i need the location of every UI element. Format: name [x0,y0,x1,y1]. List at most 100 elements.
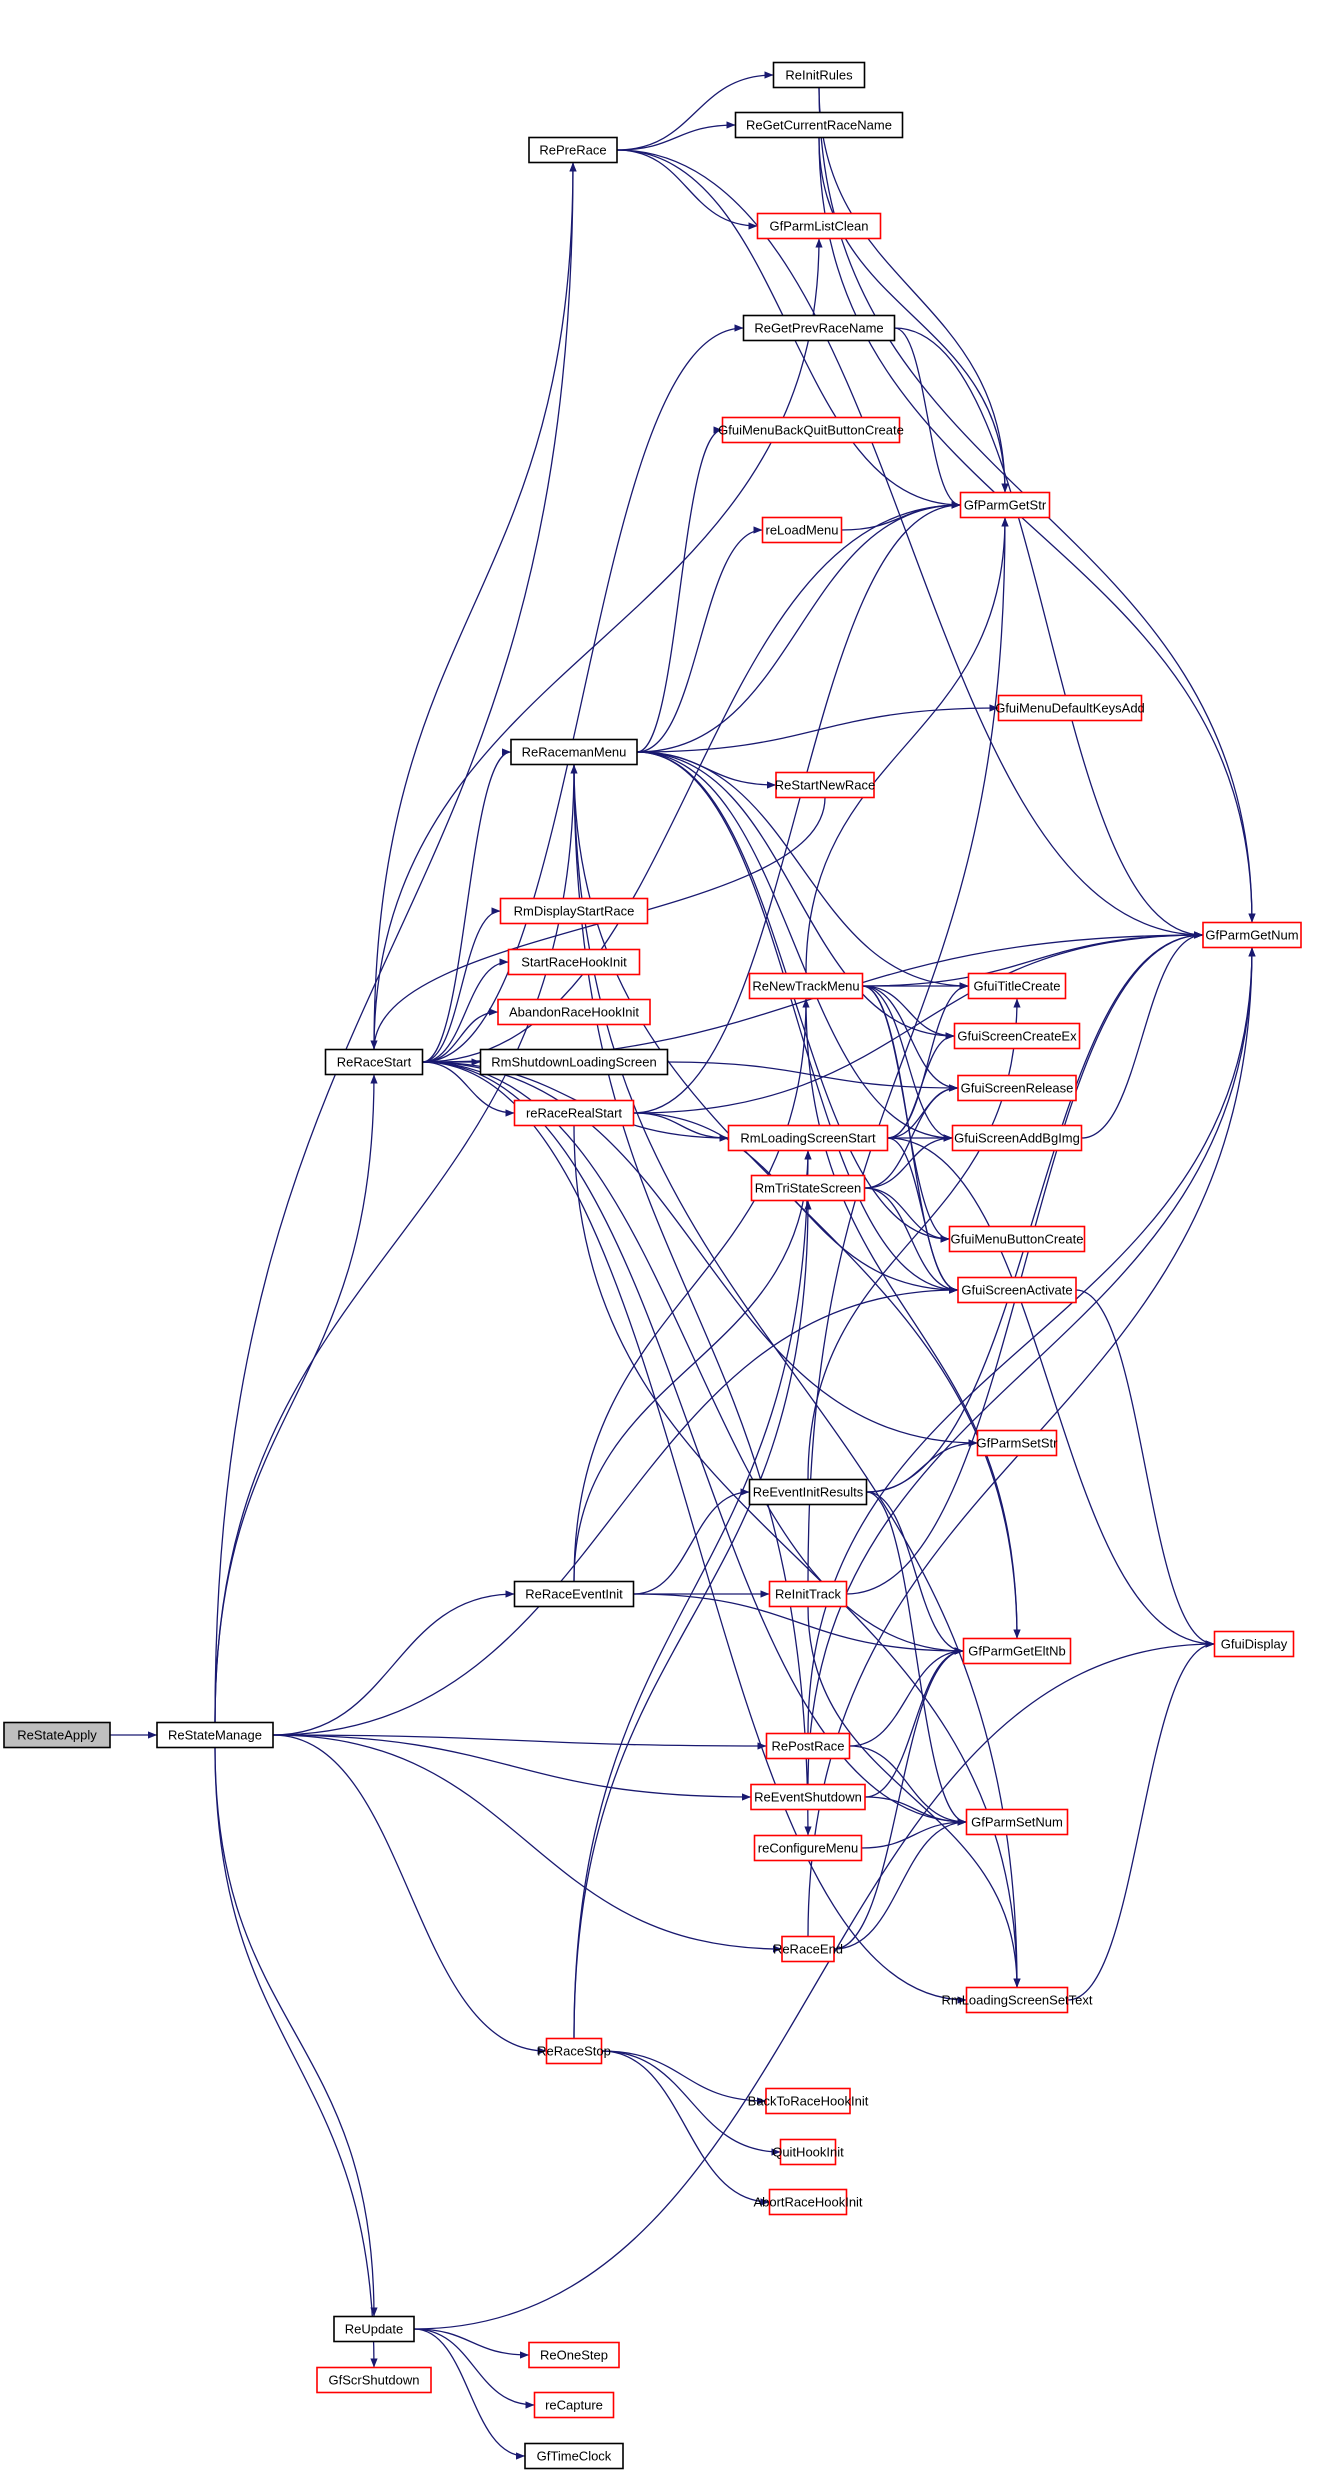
node-box[interactable] [953,1022,1081,1050]
node-box[interactable] [528,136,618,164]
node-box[interactable] [513,1099,635,1127]
node-re-raceman-menu[interactable]: ReRacemanMenu [510,738,638,766]
node-re-load-menu[interactable]: reLoadMenu [761,516,843,544]
node-box[interactable] [962,1637,1072,1665]
node-box[interactable] [324,1048,424,1076]
node-rm-shutdown-loading-screen[interactable]: RmShutdownLoadingScreen [479,1048,669,1076]
node-re-state-apply[interactable]: ReStateApply [3,1721,111,1749]
node-box[interactable] [333,2315,415,2343]
node-gfui-screen-release[interactable]: GfuiScreenRelease [957,1074,1077,1102]
node-re-one-step[interactable]: ReOneStep [528,2341,620,2369]
node-re-race-real-start[interactable]: reRaceRealStart [513,1099,635,1127]
node-rm-loading-screen-start[interactable]: RmLoadingScreenStart [727,1124,889,1152]
node-box[interactable] [3,1721,111,1749]
node-re-race-end[interactable]: ReRaceEnd [773,1935,843,1963]
node-re-event-shutdown[interactable]: ReEventShutdown [750,1783,866,1811]
node-box[interactable] [772,61,866,89]
node-gfui-menu-back-quit-button-create[interactable]: GfuiMenuBackQuitButtonCreate [718,416,904,444]
node-box[interactable] [765,1732,851,1760]
node-box[interactable] [748,1478,868,1506]
node-box[interactable] [959,491,1051,519]
node-gfui-title-create[interactable]: GfuiTitleCreate [967,972,1067,1000]
node-re-event-init-results[interactable]: ReEventInitResults [748,1478,868,1506]
node-re-capture[interactable]: reCapture [533,2391,615,2419]
node-re-post-race[interactable]: RePostRace [765,1732,851,1760]
node-box[interactable] [997,694,1143,722]
node-box[interactable] [1213,1630,1295,1658]
node-re-race-event-init[interactable]: ReRaceEventInit [513,1580,635,1608]
node-rm-tri-state-screen[interactable]: RmTriStateScreen [750,1174,866,1202]
node-box[interactable] [545,2037,603,2065]
node-re-race-start[interactable]: ReRaceStart [324,1048,424,1076]
node-gf-parm-list-clean[interactable]: GfParmListClean [756,212,882,240]
node-gf-parm-set-str[interactable]: GfParmSetStr [976,1429,1059,1457]
node-box[interactable] [976,1429,1058,1457]
node-re-configure-menu[interactable]: reConfigureMenu [753,1834,863,1862]
node-re-update[interactable]: ReUpdate [333,2315,415,2343]
node-box[interactable] [750,1783,866,1811]
node-gf-parm-get-num[interactable]: GfParmGetNum [1202,921,1302,949]
node-gf-parm-set-num[interactable]: GfParmSetNum [965,1808,1069,1836]
node-quit-hook-init[interactable]: QuitHookInit [772,2138,844,2166]
node-box[interactable] [965,1986,1069,2014]
node-re-race-stop[interactable]: ReRaceStop [537,2037,611,2065]
node-box[interactable] [742,314,896,342]
node-re-get-current-race-name[interactable]: ReGetCurrentRaceName [734,111,904,139]
node-box[interactable] [768,2188,848,2216]
node-box[interactable] [513,1580,635,1608]
node-box[interactable] [510,738,638,766]
node-box[interactable] [768,1580,848,1608]
node-re-init-rules[interactable]: ReInitRules [772,61,866,89]
node-re-state-manage[interactable]: ReStateManage [156,1721,274,1749]
node-box[interactable] [957,1276,1077,1304]
node-box[interactable] [765,2087,851,2115]
node-box[interactable] [753,1834,863,1862]
node-re-start-new-race[interactable]: ReStartNewRace [775,771,875,799]
node-box[interactable] [499,897,649,925]
node-start-race-hook-init[interactable]: StartRaceHookInit [507,948,641,976]
node-box[interactable] [748,972,864,1000]
node-box[interactable] [524,2442,624,2470]
node-box[interactable] [533,2391,615,2419]
node-box[interactable] [967,972,1067,1000]
node-box[interactable] [507,948,641,976]
node-box[interactable] [727,1124,889,1152]
node-re-get-prev-race-name[interactable]: ReGetPrevRaceName [742,314,896,342]
node-box[interactable] [734,111,904,139]
node-box[interactable] [948,1225,1086,1253]
node-box[interactable] [756,212,882,240]
node-box[interactable] [951,1124,1083,1152]
node-box[interactable] [761,516,843,544]
node-box[interactable] [775,771,875,799]
node-box[interactable] [721,416,901,444]
node-abort-race-hook-init[interactable]: AbortRaceHookInit [753,2188,863,2216]
node-rm-loading-screen-set-text[interactable]: RmLoadingScreenSetText [941,1986,1093,2014]
node-gfui-menu-button-create[interactable]: GfuiMenuButtonCreate [948,1225,1086,1253]
node-box[interactable] [156,1721,274,1749]
node-gf-parm-get-elt-nb[interactable]: GfParmGetEltNb [962,1637,1072,1665]
node-re-init-track[interactable]: ReInitTrack [768,1580,848,1608]
node-box[interactable] [957,1074,1077,1102]
node-box[interactable] [1202,921,1302,949]
node-back-to-race-hook-init[interactable]: BackToRaceHookInit [748,2087,869,2115]
node-gfui-screen-add-bg-img[interactable]: GfuiScreenAddBgImg [951,1124,1083,1152]
node-abandon-race-hook-init[interactable]: AbandonRaceHookInit [497,998,651,1026]
node-gf-parm-get-str[interactable]: GfParmGetStr [959,491,1051,519]
node-gf-time-clock[interactable]: GfTimeClock [524,2442,624,2470]
node-gfui-display[interactable]: GfuiDisplay [1213,1630,1295,1658]
node-box[interactable] [528,2341,620,2369]
node-box[interactable] [479,1048,669,1076]
node-re-new-track-menu[interactable]: ReNewTrackMenu [748,972,864,1000]
node-gfui-menu-default-keys-add[interactable]: GfuiMenuDefaultKeysAdd [995,694,1145,722]
node-gf-scr-shutdown[interactable]: GfScrShutdown [316,2366,432,2394]
node-re-pre-race[interactable]: RePreRace [528,136,618,164]
node-box[interactable] [497,998,651,1026]
node-rm-display-start-race[interactable]: RmDisplayStartRace [499,897,649,925]
node-gfui-screen-create-ex[interactable]: GfuiScreenCreateEx [953,1022,1081,1050]
node-box[interactable] [965,1808,1069,1836]
node-gfui-screen-activate[interactable]: GfuiScreenActivate [957,1276,1077,1304]
node-box[interactable] [750,1174,866,1202]
node-box[interactable] [779,2138,837,2166]
node-box[interactable] [781,1935,835,1963]
node-box[interactable] [316,2366,432,2394]
